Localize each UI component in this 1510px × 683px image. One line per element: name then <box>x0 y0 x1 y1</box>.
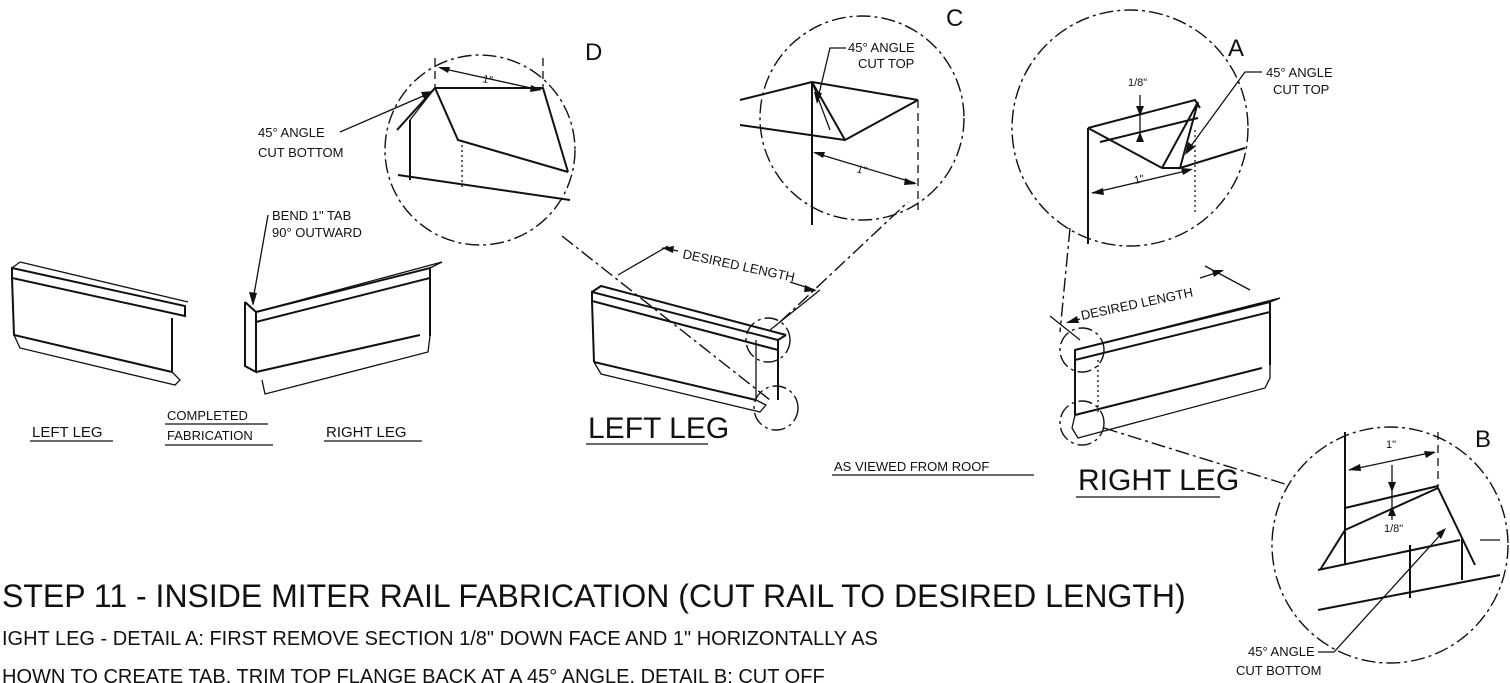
detail-a: A 1/8" 1" 45° ANGLE CUT TOP <box>1011 9 1333 333</box>
caption-left-leg: LEFT LEG <box>32 424 103 441</box>
detail-b-angle-line2: CUT BOTTOM <box>1236 663 1321 678</box>
detail-a-angle-line2: CUT TOP <box>1273 82 1329 97</box>
caption-right-leg-big: RIGHT LEG <box>1078 464 1239 497</box>
bend-tab-arrow-icon <box>249 292 257 306</box>
detail-b: B 1" 1/8" 45° ANGLE CUT BOTTOM <box>1236 426 1509 678</box>
caption-completed: COMPLETED <box>167 408 248 423</box>
bend-tab-callout: BEND 1" TAB 90° OUTWARD <box>249 208 362 306</box>
instruction-line-1: IGHT LEG - DETAIL A: FIRST REMOVE SECTIO… <box>2 628 878 650</box>
left-desired-length: DESIRED LENGTH <box>681 246 796 284</box>
detail-a-drop: 1/8" <box>1128 77 1147 89</box>
detail-d-arrow-icon <box>421 91 434 99</box>
step-title: STEP 11 - INSIDE MITER RAIL FABRICATION … <box>2 578 1186 614</box>
detail-b-dim: 1" <box>1386 439 1396 451</box>
small-right-leg-figure <box>244 261 443 395</box>
detail-c-arrow-icon <box>814 92 822 104</box>
detail-b-angle-line1: 45° ANGLE <box>1248 644 1315 659</box>
small-left-leg-figure <box>11 261 189 386</box>
detail-b-letter: B <box>1475 426 1491 453</box>
detail-a-dim: 1" <box>1133 173 1146 187</box>
detail-a-angle-line1: 45° ANGLE <box>1266 65 1333 80</box>
caption-as-viewed: AS VIEWED FROM ROOF <box>834 459 989 474</box>
left-leg-figure: DESIRED LENGTH LEFT LEG <box>586 245 821 445</box>
detail-d-angle-line2: CUT BOTTOM <box>258 145 343 160</box>
detail-c-letter: C <box>946 5 963 32</box>
detail-b-arrow-icon <box>1436 528 1446 539</box>
detail-b-drop: 1/8" <box>1384 523 1403 535</box>
caption-left-leg-big: LEFT LEG <box>588 412 729 445</box>
caption-right-leg: RIGHT LEG <box>326 424 407 441</box>
right-desired-length: DESIRED LENGTH <box>1080 285 1195 323</box>
detail-c: C 1" 45° ANGLE CUT TOP <box>739 5 965 323</box>
right-leg-figure: DESIRED LENGTH RIGHT LEG <box>1049 265 1286 498</box>
bend-tab-line1: BEND 1" TAB <box>272 208 351 223</box>
detail-d: D 1" 45° ANGLE CUT BOTTOM <box>258 39 771 401</box>
bend-tab-line2: 90° OUTWARD <box>272 225 362 240</box>
detail-c-angle-line1: 45° ANGLE <box>848 40 915 55</box>
detail-d-angle-line1: 45° ANGLE <box>258 125 325 140</box>
detail-a-arrow-icon <box>1185 142 1195 155</box>
detail-c-angle-line2: CUT TOP <box>858 56 914 71</box>
detail-a-letter: A <box>1228 35 1244 62</box>
caption-fabrication: FABRICATION <box>167 428 253 443</box>
detail-d-dim: 1" <box>481 73 493 87</box>
detail-d-letter: D <box>585 39 602 66</box>
detail-c-dim: 1" <box>855 163 868 177</box>
instruction-line-2: HOWN TO CREATE TAB. TRIM TOP FLANGE BACK… <box>2 666 825 683</box>
